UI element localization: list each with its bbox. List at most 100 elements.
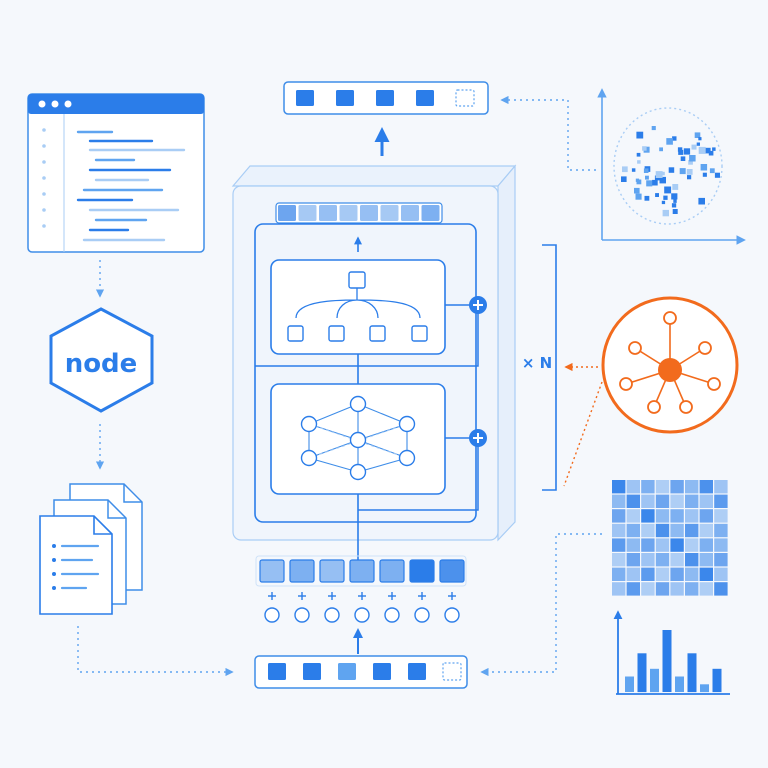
- scatter-point: [672, 209, 678, 214]
- scatter-point: [691, 144, 697, 150]
- heatmap-cell: [655, 553, 670, 567]
- output-token: [296, 90, 314, 106]
- scatter-point: [631, 168, 636, 172]
- heatmap-cell: [626, 582, 640, 596]
- scatter-point: [683, 148, 691, 155]
- positional-add: [294, 592, 310, 623]
- positional-add: [324, 592, 340, 623]
- positional-add: [264, 592, 280, 623]
- heatmap-cell: [685, 567, 699, 581]
- output-token-bar: [283, 81, 489, 115]
- heatmap-cell: [714, 494, 728, 508]
- embedding-cell: [289, 559, 315, 583]
- heatmap-cell: [612, 582, 626, 596]
- heatmap-cell: [612, 538, 626, 552]
- feed-forward-sublayer: [270, 259, 446, 355]
- heatmap-cell: [714, 538, 728, 552]
- output-token: [336, 90, 354, 106]
- scatter-point: [634, 187, 640, 194]
- position-node: [384, 607, 400, 623]
- scatter-point: [671, 193, 678, 200]
- encoder-block: [254, 223, 477, 523]
- input-token-empty: [442, 662, 462, 681]
- embedding-cells: [259, 559, 465, 583]
- position-node: [264, 607, 280, 623]
- nodejs-logo-text: node: [65, 349, 138, 379]
- embedding-cell: [409, 559, 435, 583]
- positional-add: [414, 592, 430, 623]
- scatter-point: [645, 175, 649, 180]
- scatter-point: [677, 147, 683, 152]
- heatmap-cell: [714, 567, 728, 581]
- heatmap-cell: [699, 553, 713, 567]
- heatmap-cell: [670, 582, 684, 596]
- heatmap-cell: [641, 523, 655, 538]
- heatmap-cell: [699, 567, 713, 581]
- scatter-point: [688, 160, 693, 165]
- positional-add: [444, 592, 460, 623]
- heatmap-cell: [641, 582, 655, 596]
- scatter-point: [671, 203, 677, 208]
- heatmap-cell: [626, 538, 640, 552]
- heatmap-cell: [641, 538, 655, 552]
- scatter-point: [679, 168, 686, 175]
- heatmap-cell: [655, 567, 670, 581]
- scatter-point: [673, 199, 677, 203]
- residual-add-icon: [469, 429, 487, 447]
- scatter-point: [635, 193, 642, 200]
- layer-output-cells: [275, 202, 443, 224]
- heatmap-cell: [612, 553, 626, 567]
- scatter-point: [659, 147, 663, 152]
- position-node: [354, 607, 370, 623]
- input-token: [268, 663, 286, 680]
- heatmap-cell: [612, 509, 626, 523]
- scatter-point: [636, 152, 641, 157]
- scatter-point: [705, 147, 711, 154]
- heatmap-cell: [670, 523, 684, 538]
- heatmap-cell: [655, 523, 670, 538]
- embedding-frame: [255, 555, 467, 587]
- document-stack-icon: [39, 483, 143, 615]
- embedding-cell: [439, 559, 465, 583]
- output-token-empty: [455, 89, 475, 107]
- heatmap-cell: [685, 582, 699, 596]
- positional-encoding: [255, 555, 467, 623]
- heatmap-cell: [612, 494, 626, 508]
- heatmap-cell: [699, 509, 713, 523]
- layer-output-cell: [401, 205, 419, 221]
- layer-output-cell: [380, 205, 399, 221]
- scatter-point: [680, 156, 686, 161]
- heatmap-cell: [655, 494, 670, 508]
- heatmap-cell: [685, 509, 699, 523]
- input-token-bar: [254, 655, 468, 689]
- heatmap-cell: [641, 553, 655, 567]
- bar: [675, 676, 684, 692]
- heatmap-cell: [626, 567, 640, 581]
- heatmap-cell: [626, 494, 640, 508]
- heatmap-cell: [714, 553, 728, 567]
- heatmap-cell: [626, 480, 640, 494]
- scatter-plot-icon: [597, 88, 746, 245]
- heatmap-cell: [670, 509, 684, 523]
- scatter-point: [698, 137, 702, 141]
- heatmap-cell: [670, 553, 684, 567]
- scatter-point: [712, 147, 716, 151]
- position-node: [324, 607, 340, 623]
- bar-chart-icon: [613, 610, 730, 695]
- scatter-point: [709, 168, 715, 174]
- layer-output-cell: [421, 205, 440, 221]
- scatter-point: [637, 160, 641, 164]
- browser-code-window-icon: [27, 93, 205, 253]
- position-node: [294, 607, 310, 623]
- heatmap-cell: [641, 509, 655, 523]
- heatmap-cell: [641, 494, 655, 508]
- scatter-point: [651, 126, 656, 131]
- heatmap-cell: [714, 509, 728, 523]
- layer-output-cell: [319, 205, 337, 221]
- scatter-point: [698, 146, 706, 154]
- scatter-point: [698, 197, 705, 205]
- heatmap-cell: [641, 567, 655, 581]
- heatmap-cell: [655, 480, 670, 494]
- bar: [625, 676, 634, 692]
